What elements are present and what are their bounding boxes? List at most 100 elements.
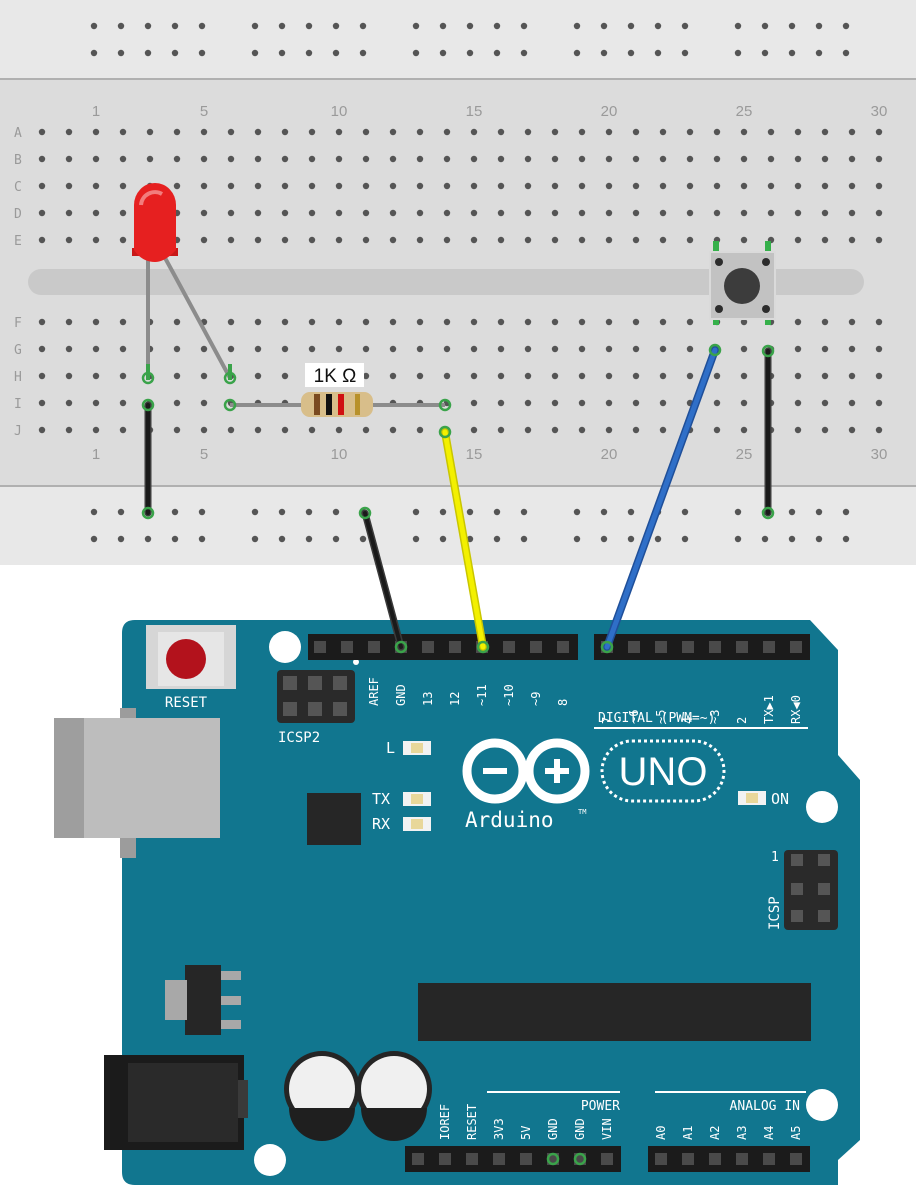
breadboard-hole — [605, 236, 613, 244]
led-tx-label: TX — [372, 790, 390, 808]
breadboard-hole — [281, 155, 289, 163]
rail-hole — [466, 49, 474, 57]
breadboard-hole — [713, 372, 721, 380]
breadboard-hole — [875, 182, 883, 190]
power-pin-label: GND — [546, 1118, 560, 1140]
rail-hole — [251, 22, 259, 30]
breadboard-hole — [524, 155, 532, 163]
header-socket — [412, 1153, 424, 1165]
breadboard-hole — [362, 209, 370, 217]
rail-hole — [493, 535, 501, 543]
breadboard-hole — [659, 372, 667, 380]
breadboard-hole — [524, 372, 532, 380]
rail-hole — [654, 535, 662, 543]
breadboard-hole — [416, 128, 424, 136]
breadboard-hole — [308, 345, 316, 353]
breadboard-hole — [92, 182, 100, 190]
breadboard-hole — [173, 182, 181, 190]
mounting-hole — [254, 1144, 286, 1176]
breadboard-hole — [497, 128, 505, 136]
breadboard-hole — [281, 426, 289, 434]
breadboard-hole — [254, 155, 262, 163]
rail-hole — [734, 535, 742, 543]
col-number-20: 20 — [601, 103, 618, 120]
breadboard-hole — [200, 236, 208, 244]
rail-hole — [278, 508, 286, 516]
uno-badge: UNO — [600, 739, 726, 803]
breadboard-hole — [92, 209, 100, 217]
reset-button[interactable] — [146, 625, 236, 689]
breadboard-hole — [497, 155, 505, 163]
rail-hole — [520, 49, 528, 57]
breadboard-hole — [227, 236, 235, 244]
breadboard-hole — [173, 399, 181, 407]
breadboard-hole — [740, 399, 748, 407]
rail-hole — [466, 508, 474, 516]
breadboard-hole — [875, 399, 883, 407]
row-letter-e: E — [14, 234, 22, 249]
breadboard-hole — [200, 182, 208, 190]
pushbutton[interactable] — [709, 241, 776, 325]
breadboard-hole — [632, 182, 640, 190]
header-socket — [763, 1153, 775, 1165]
connection-marker — [476, 640, 490, 654]
digital-pin-label: AREF — [367, 677, 381, 706]
power-pin-label: VIN — [600, 1118, 614, 1140]
breadboard-hole — [416, 426, 424, 434]
breadboard-hole — [308, 236, 316, 244]
rail-hole — [573, 22, 581, 30]
rail-hole — [842, 22, 850, 30]
rail-hole — [815, 508, 823, 516]
col-number-10-bottom: 10 — [331, 446, 348, 463]
usb-chip — [307, 793, 361, 845]
header-socket — [368, 641, 380, 653]
breadboard-hole — [470, 128, 478, 136]
breadboard-hole — [524, 128, 532, 136]
breadboard-hole — [443, 128, 451, 136]
breadboard-hole — [227, 128, 235, 136]
breadboard-hole — [659, 426, 667, 434]
breadboard-hole — [200, 372, 208, 380]
connection-marker — [394, 640, 408, 654]
header-socket — [493, 1153, 505, 1165]
breadboard-hole — [524, 209, 532, 217]
col-number-25-bottom: 25 — [736, 446, 753, 463]
digital-pin-label: 13 — [421, 692, 435, 706]
header-socket — [709, 641, 721, 653]
breadboard-hole — [659, 318, 667, 326]
digital-pin-label: ~3 — [708, 710, 722, 724]
rail-hole — [198, 49, 206, 57]
breadboard-hole — [254, 209, 262, 217]
mounting-hole — [806, 1089, 838, 1121]
led-tx — [403, 792, 431, 806]
breadboard-hole — [659, 236, 667, 244]
breadboard-hole — [200, 399, 208, 407]
rail-hole — [600, 22, 608, 30]
breadboard-hole — [200, 209, 208, 217]
arduino-logo — [462, 738, 590, 804]
breadboard-hole — [686, 372, 694, 380]
connection-marker — [141, 506, 155, 520]
connection-marker — [761, 344, 775, 358]
breadboard-hole — [821, 318, 829, 326]
row-letter-a: A — [14, 126, 22, 141]
rail-hole — [627, 22, 635, 30]
breadboard-hole — [38, 399, 46, 407]
breadboard-hole — [119, 128, 127, 136]
breadboard-hole — [848, 209, 856, 217]
breadboard-hole — [227, 209, 235, 217]
breadboard-hole — [254, 345, 262, 353]
breadboard-hole — [794, 236, 802, 244]
breadboard-hole — [92, 426, 100, 434]
breadboard-hole — [281, 318, 289, 326]
rail-hole — [305, 22, 313, 30]
led-l-label: L — [386, 739, 395, 757]
mounting-hole — [806, 791, 838, 823]
breadboard-hole — [551, 372, 559, 380]
col-number-25: 25 — [736, 103, 753, 120]
wires — [144, 346, 772, 651]
breadboard-hole — [659, 345, 667, 353]
rail-hole — [412, 535, 420, 543]
rail-hole — [493, 508, 501, 516]
header-socket — [709, 1153, 721, 1165]
